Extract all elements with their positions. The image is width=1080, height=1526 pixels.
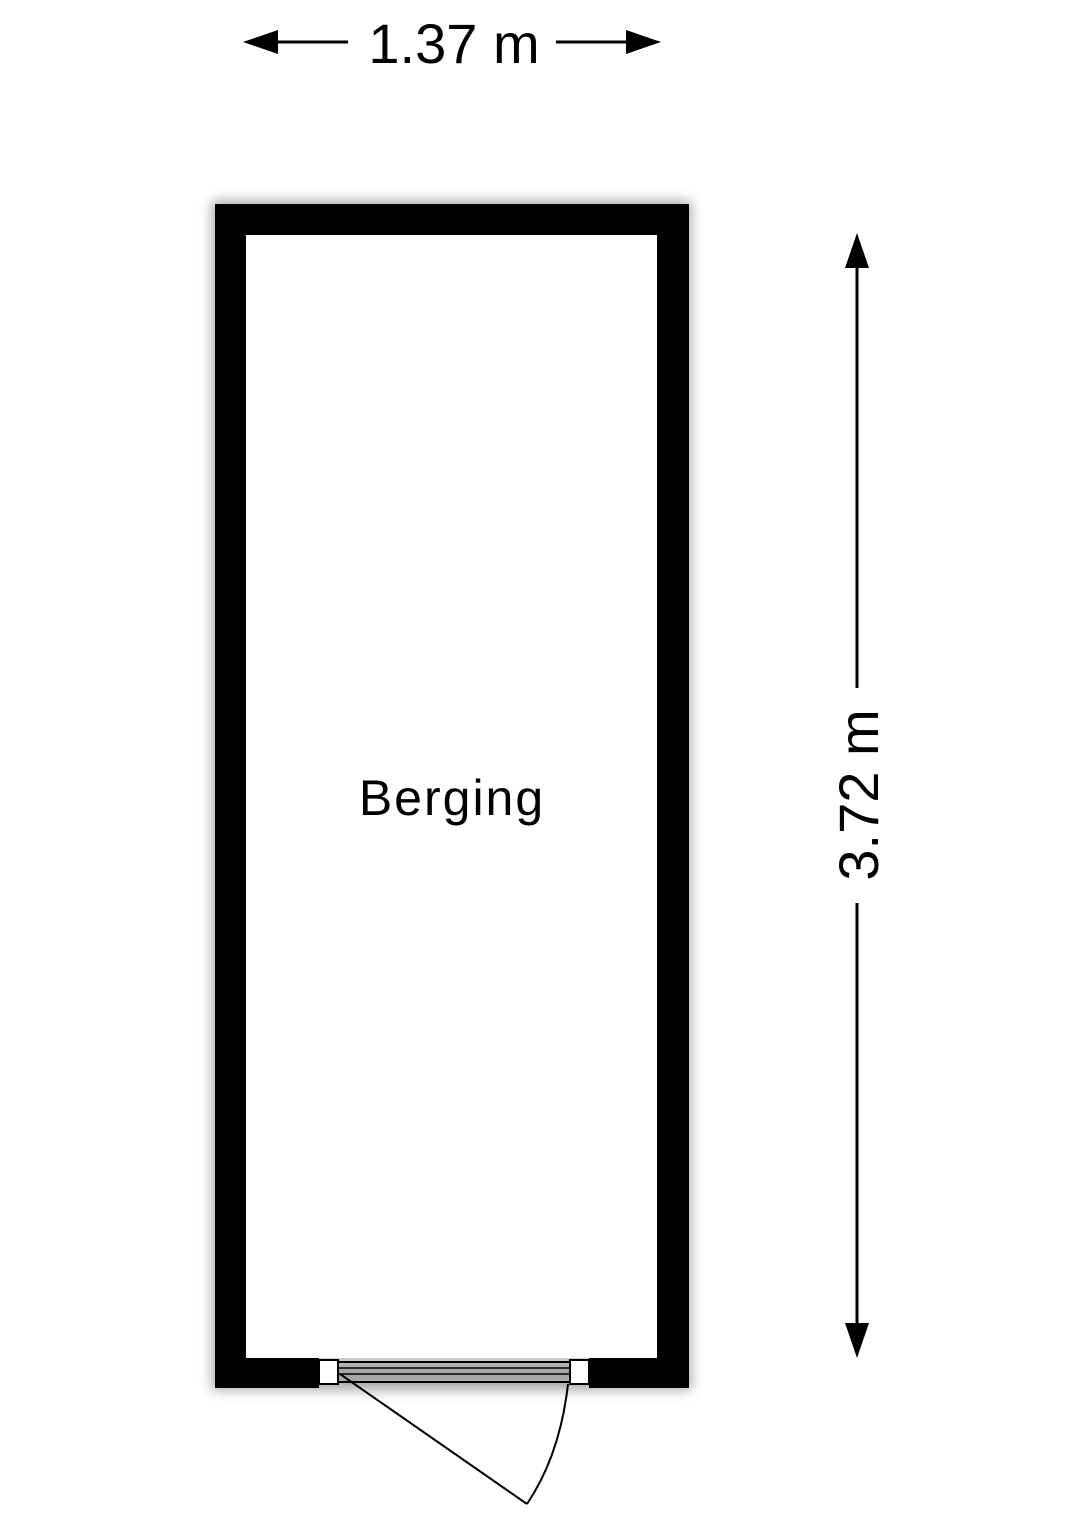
door-swing-icon (318, 1359, 590, 1505)
width-dimension: 1.37 m (243, 12, 661, 75)
wall-bottom-right (589, 1358, 689, 1388)
arrowhead-top-icon (845, 233, 869, 268)
door-swing-arc (526, 1383, 569, 1505)
room-floor (246, 235, 657, 1358)
width-label: 1.37 m (368, 12, 539, 75)
walls (212, 201, 691, 1390)
door-frame-right (569, 1359, 590, 1385)
depth-label: 3.72 m (827, 709, 890, 880)
depth-dimension: 3.72 m (827, 233, 890, 1358)
door-leaf (339, 1373, 528, 1505)
wall-bottom-left (215, 1358, 319, 1388)
room-label: Berging (359, 770, 545, 826)
door-frame-left (318, 1359, 339, 1385)
wall-left (215, 204, 246, 1388)
arrowhead-bottom-icon (845, 1323, 869, 1358)
arrowhead-right-icon (626, 30, 661, 54)
wall-top (215, 204, 689, 235)
wall-right (657, 204, 689, 1388)
arrowhead-left-icon (243, 30, 278, 54)
